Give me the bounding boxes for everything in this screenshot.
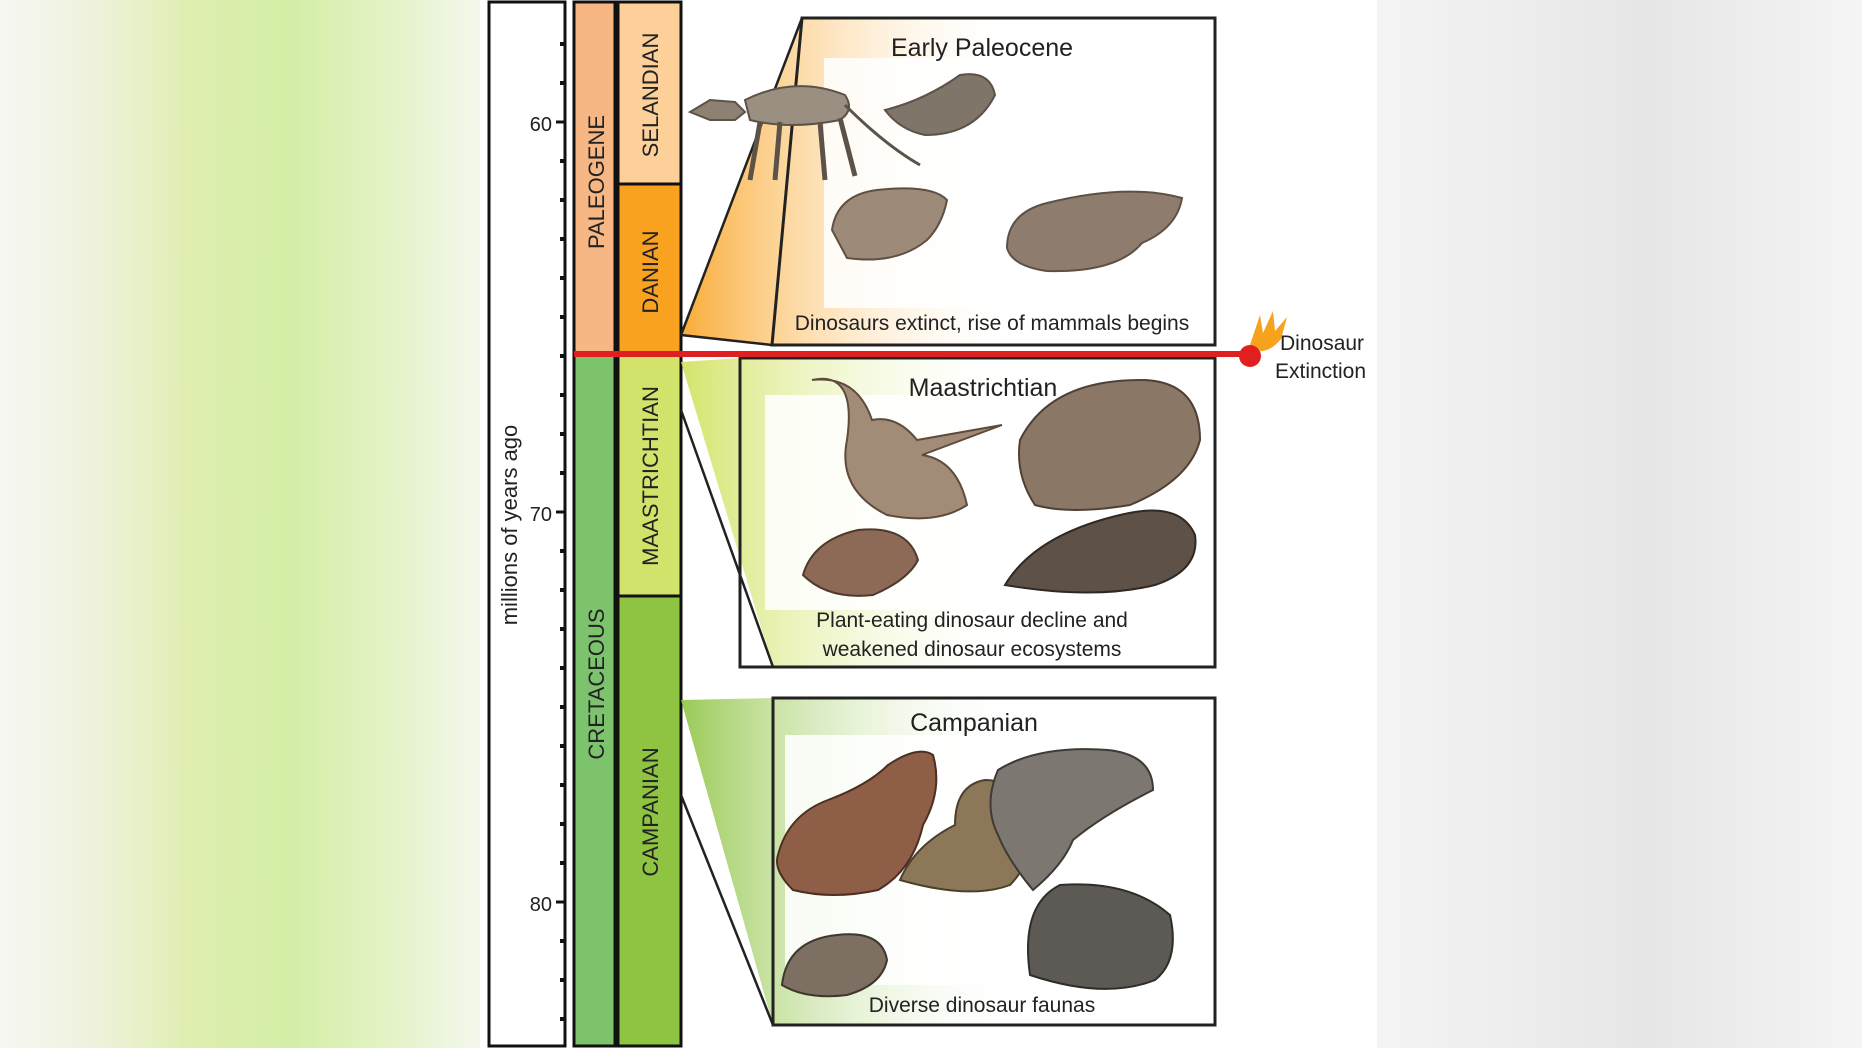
left-blurred-background [0, 0, 480, 1048]
axis-tick-70: 70 [530, 504, 552, 526]
period-cretaceous-label: CRETACEOUS [584, 608, 609, 759]
extinction-label-line2: Extinction [1275, 360, 1366, 383]
stage-danian-bar [616, 182, 683, 356]
panel-campanian [771, 696, 1217, 1027]
panel-early-paleocene-title: Early Paleocene [891, 34, 1073, 62]
mammal-skull-icon-right [1005, 190, 1184, 273]
mammal-skull-icon-left [830, 187, 949, 261]
axis-tick-80: 80 [530, 894, 552, 916]
tyrannosaurid-skull-icon [989, 748, 1155, 892]
axis-column [487, 0, 567, 1048]
stage-maastrichtian-label: MAASTRICHTIAN [638, 386, 663, 566]
stage-selandian-bar [616, 0, 683, 186]
axis-tick-60: 60 [530, 114, 552, 136]
period-paleogene-label: PALEOGENE [584, 115, 609, 249]
stage-campanian-label: CAMPANIAN [638, 747, 663, 876]
panel-maastrichtian-caption-line1: Plant-eating dinosaur decline and [816, 609, 1128, 632]
geologic-timescale-figure: 60 70 80 millions of years ago PALEOGENE… [480, 0, 1377, 1048]
panel-maastrichtian-title: Maastrichtian [909, 374, 1058, 402]
right-blurred-background [1377, 0, 1862, 1048]
panel-maastrichtian-caption-line2: weakened dinosaur ecosystems [822, 638, 1122, 661]
centrosaurine-skull-icon [776, 750, 938, 896]
hadrosaurine-skull-icon [1027, 883, 1174, 990]
panel-early-paleocene-caption: Dinosaurs extinct, rise of mammals begin… [795, 312, 1189, 335]
stage-selandian-label: SELANDIAN [638, 33, 663, 158]
mammal-skeleton-icon [687, 73, 997, 181]
panel-campanian-caption: Diverse dinosaur faunas [869, 994, 1095, 1017]
timescale-diagram: 60 70 80 millions of years ago PALEOGENE… [487, 0, 1366, 1048]
period-paleogene-bar [572, 0, 617, 356]
tyrannosaurus-skull-icon [1018, 378, 1202, 511]
axis-ticks [556, 42, 566, 1021]
ornithomimid-skull-icon [780, 933, 889, 998]
panel-maastrichtian [738, 356, 1217, 669]
extinction-label-line1: Dinosaur [1280, 332, 1364, 355]
hadrosaur-skull-icon [1003, 509, 1197, 594]
panel-campanian-title: Campanian [910, 709, 1038, 737]
stage-maastrichtian-bar [616, 352, 683, 598]
axis-label: millions of years ago [497, 425, 522, 626]
pachycephalosaur-skull-icon [801, 528, 920, 597]
triceratops-skull-icon [811, 377, 1003, 520]
stage-campanian-bar [616, 594, 683, 1048]
panel-early-paleocene [770, 16, 1217, 347]
period-cretaceous-bar [572, 352, 617, 1048]
meteor-icon [1239, 311, 1287, 367]
stage-danian-label: DANIAN [638, 230, 663, 313]
